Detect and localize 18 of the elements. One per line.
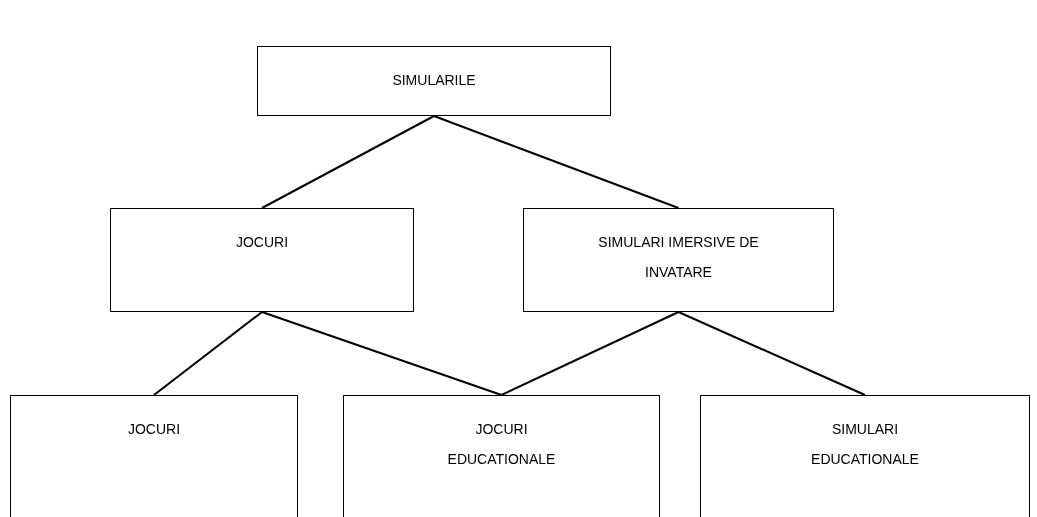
box-label: JOCURI (235, 233, 289, 252)
connector-line (500, 311, 680, 396)
connector-line (153, 311, 263, 396)
box-label: SIMULARILE (392, 71, 476, 90)
category-box (10, 395, 298, 517)
category-box (110, 208, 414, 312)
category-box (343, 395, 660, 517)
category-box (523, 208, 834, 312)
box-label: JOCURI EDUCATIONALE (446, 420, 557, 469)
category-box (700, 395, 1030, 517)
category-box (257, 46, 611, 116)
box-label: SIMULARI EDUCATIONALE (810, 420, 920, 469)
connector-line (677, 311, 866, 396)
connector-line (261, 311, 503, 396)
connector-line (433, 115, 680, 209)
connector-line (261, 115, 435, 209)
box-label: JOCURI (127, 420, 181, 439)
box-label: SIMULARI IMERSIVE DE INVATARE (597, 233, 760, 282)
